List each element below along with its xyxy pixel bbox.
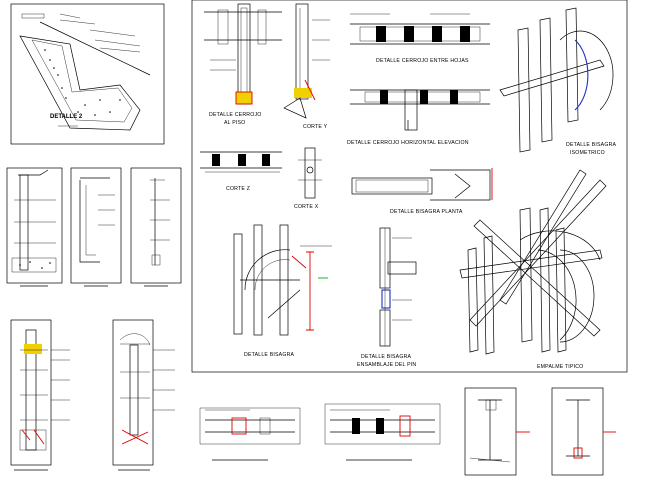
left-section-tall-2 <box>112 319 175 471</box>
detalle-cerrojo-horizontal-title: DETALLE CERROJO HORIZONTAL ELEVACION <box>347 140 469 146</box>
detalle-cerrojo-entre-hojas: DETALLE CERROJO ENTRE HOJAS <box>350 13 490 64</box>
left-elevation-1 <box>6 167 63 287</box>
detalle-bisagra-planta-title: DETALLE BISAGRA PLANTA <box>390 209 463 215</box>
corte-x: CORTE X <box>294 147 322 210</box>
detalle-bisagra-pin-title-2: ENSAMBLAJE DEL PIN <box>357 362 416 368</box>
detalle-cerrojo-horizontal: DETALLE CERROJO HORIZONTAL ELEVACION <box>347 89 490 146</box>
corte-y: CORTE Y <box>283 3 330 130</box>
corte-z-title: CORTE Z <box>226 186 250 192</box>
detalle-bisagra-title: DETALLE BISAGRA <box>244 352 295 358</box>
detalle-2-panel: DETALLE 2 <box>10 3 165 145</box>
detalle-cerrojo-entre-hojas-title: DETALLE CERROJO ENTRE HOJAS <box>376 58 469 64</box>
corte-z: CORTE Z <box>200 151 282 192</box>
bottom-detail-1 <box>199 407 301 461</box>
empalme-tipico-title: EMPALME TIPICO <box>537 364 583 370</box>
left-elevation-3 <box>130 167 182 287</box>
detalle-bisagra-planta: DETALLE BISAGRA PLANTA <box>351 168 493 215</box>
bottom-ibeam-2 <box>551 387 616 476</box>
detalle-cerrojo-al-piso-title-2: AL PISO <box>224 120 245 126</box>
detalle-bisagra-isometrico: DETALLE BISAGRA ISOMETRICO <box>499 7 617 156</box>
detalle-bisagra-pin: DETALLE BISAGRA ENSAMBLAJE DEL PIN <box>357 227 417 368</box>
detalle-bisagra-pin-title-1: DETALLE BISAGRA <box>361 354 412 360</box>
detalle-cerrojo-al-piso-title-1: DETALLE CERROJO <box>209 112 261 118</box>
main-sheet-frame <box>191 0 628 373</box>
corte-y-title: CORTE Y <box>303 124 328 130</box>
left-section-tall-1 <box>10 319 70 471</box>
corte-x-title: CORTE X <box>294 204 319 210</box>
detalle-bisagra-isometrico-title-1: DETALLE BISAGRA <box>566 142 617 148</box>
detalle-cerrojo-al-piso: DETALLE CERROJO AL PISO <box>204 3 282 126</box>
left-elevation-2 <box>70 167 122 287</box>
detalle-bisagra-isometrico-title-2: ISOMETRICO <box>570 150 605 156</box>
detalle-bisagra: DETALLE BISAGRA <box>233 224 332 358</box>
empalme-tipico: EMPALME TIPICO <box>459 169 607 370</box>
bottom-ibeam-1 <box>464 387 530 476</box>
bottom-detail-2 <box>324 403 441 461</box>
detalle-2-title: DETALLE 2 <box>50 114 83 120</box>
